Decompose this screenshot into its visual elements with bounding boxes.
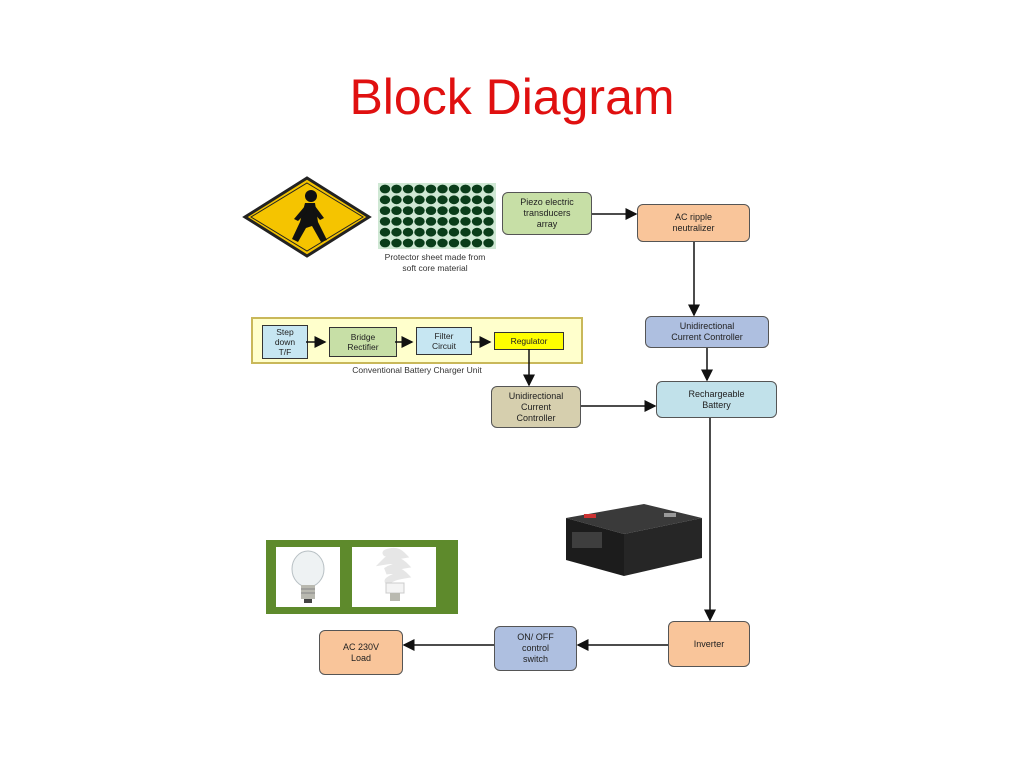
protector-cell [402,184,414,194]
protector-cell [448,206,460,215]
protector-cell [437,238,448,248]
ac-ripple-neutralizer-block: AC ripple neutralizer [637,204,750,242]
pedestrian-sign-icon [242,176,372,258]
filter-circuit-block: Filter Circuit [416,327,472,355]
protector-cell [483,195,494,205]
protector-cell [471,184,483,194]
protector-cell [391,195,402,205]
protector-cell [437,217,448,226]
protector-cell [448,227,460,237]
protector-cell [402,206,414,215]
cfl-bulb-icon [352,547,436,607]
protector-cell [414,217,425,226]
protector-cell [437,184,448,194]
protector-cell [460,206,471,215]
protector-cell [414,195,425,205]
protector-cell [414,184,425,194]
protector-cell [379,195,391,205]
protector-sheet-caption: Protector sheet made from soft core mate… [384,252,486,273]
protector-cell [483,184,494,194]
protector-cell [448,238,460,248]
protector-cell [448,217,460,226]
protector-cell [402,195,414,205]
protector-cell [483,227,494,237]
protector-cell [379,238,391,248]
inverter-block: Inverter [668,621,750,667]
protector-cell [448,184,460,194]
protector-cell [483,217,494,226]
protector-cell [414,238,425,248]
protector-cell [414,227,425,237]
protector-cell [391,206,402,215]
protector-cell [425,195,437,205]
on-off-switch-block: ON/ OFF control switch [494,626,577,671]
protector-cell [391,184,402,194]
protector-cell [471,238,483,248]
protector-cell [471,217,483,226]
step-down-transformer-block: Step down T/F [262,325,308,359]
protector-cell [425,238,437,248]
battery-image-icon [560,496,705,578]
page-title: Block Diagram [349,69,675,125]
protector-cell [437,206,448,215]
protector-cell [460,217,471,226]
protector-sheet-image [378,183,496,249]
protector-cell [483,206,494,215]
incandescent-bulb-icon [276,547,340,607]
protector-cell [460,238,471,248]
protector-cell [460,184,471,194]
protector-cell [437,227,448,237]
ac-load-block: AC 230V Load [319,630,403,675]
protector-cell [425,184,437,194]
protector-cell [402,217,414,226]
protector-cell [391,217,402,226]
unidirectional-current-controller-block: Unidirectional Current Controller [645,316,769,348]
bridge-rectifier-block: Bridge Rectifier [329,327,397,357]
protector-cell [414,206,425,215]
protector-cell [471,195,483,205]
protector-cell [437,195,448,205]
protector-cell [460,227,471,237]
protector-cell [391,238,402,248]
protector-cell [379,217,391,226]
protector-cell [425,206,437,215]
protector-cell [425,227,437,237]
protector-cell [379,227,391,237]
battery-charger-unit: Step down T/F Bridge Rectifier Filter Ci… [251,317,583,364]
protector-cell [379,206,391,215]
protector-cell [379,184,391,194]
protector-cell [402,238,414,248]
protector-cell [483,238,494,248]
protector-cell [471,206,483,215]
protector-cell [448,195,460,205]
protector-cell [471,227,483,237]
protector-cell [460,195,471,205]
rechargeable-battery-block: Rechargeable Battery [656,381,777,418]
unidirectional-current-controller-block-2: Unidirectional Current Controller [491,386,581,428]
piezo-transducer-block: Piezo electric transducers array [502,192,592,235]
protector-cell [391,227,402,237]
bulb-panel [266,540,458,614]
protector-cell [402,227,414,237]
protector-cell [425,217,437,226]
charger-unit-caption: Conventional Battery Charger Unit [352,365,482,375]
